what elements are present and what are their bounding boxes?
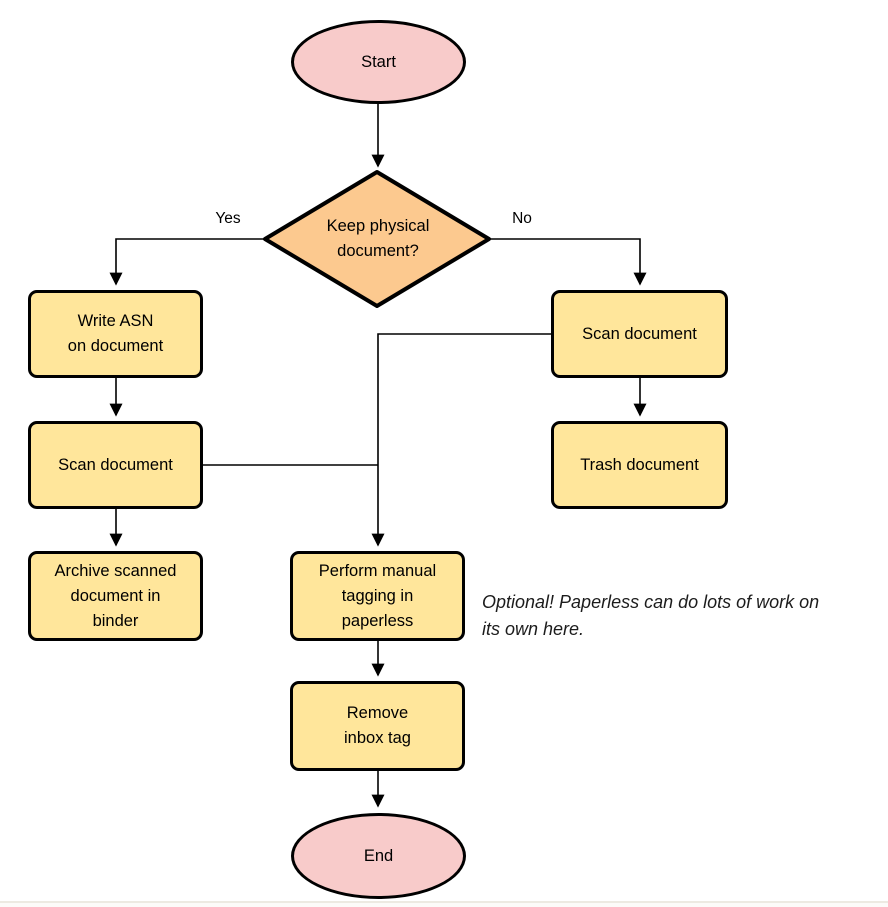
node-end: End — [291, 813, 466, 899]
edge-decision-to-scan-right — [489, 238, 647, 286]
page-bottom-margin — [0, 903, 888, 907]
node-start: Start — [291, 20, 466, 104]
node-start-label: Start — [361, 52, 396, 71]
edge-label-no: No — [512, 210, 532, 227]
edge-label-yes: Yes — [215, 210, 241, 227]
node-trash-document: Trash document — [551, 421, 728, 509]
edge-decision-to-write-asn — [109, 238, 265, 286]
node-trash-document-label: Trash document — [580, 455, 699, 474]
node-end-label: End — [363, 846, 394, 865]
page-bottom-rule — [0, 901, 888, 903]
node-scan-document-right-label: Scan document — [582, 324, 697, 343]
edge-scan-right-to-tagging — [371, 333, 551, 547]
optional-annotation: Optional! Paperless can do lots of work … — [482, 592, 820, 639]
node-scan-document-left-label: Scan document — [58, 455, 173, 474]
node-scan-document-right: Scan document — [551, 290, 728, 378]
decision-diamond-shape — [263, 170, 491, 308]
node-scan-document-left: Scan document — [28, 421, 203, 509]
